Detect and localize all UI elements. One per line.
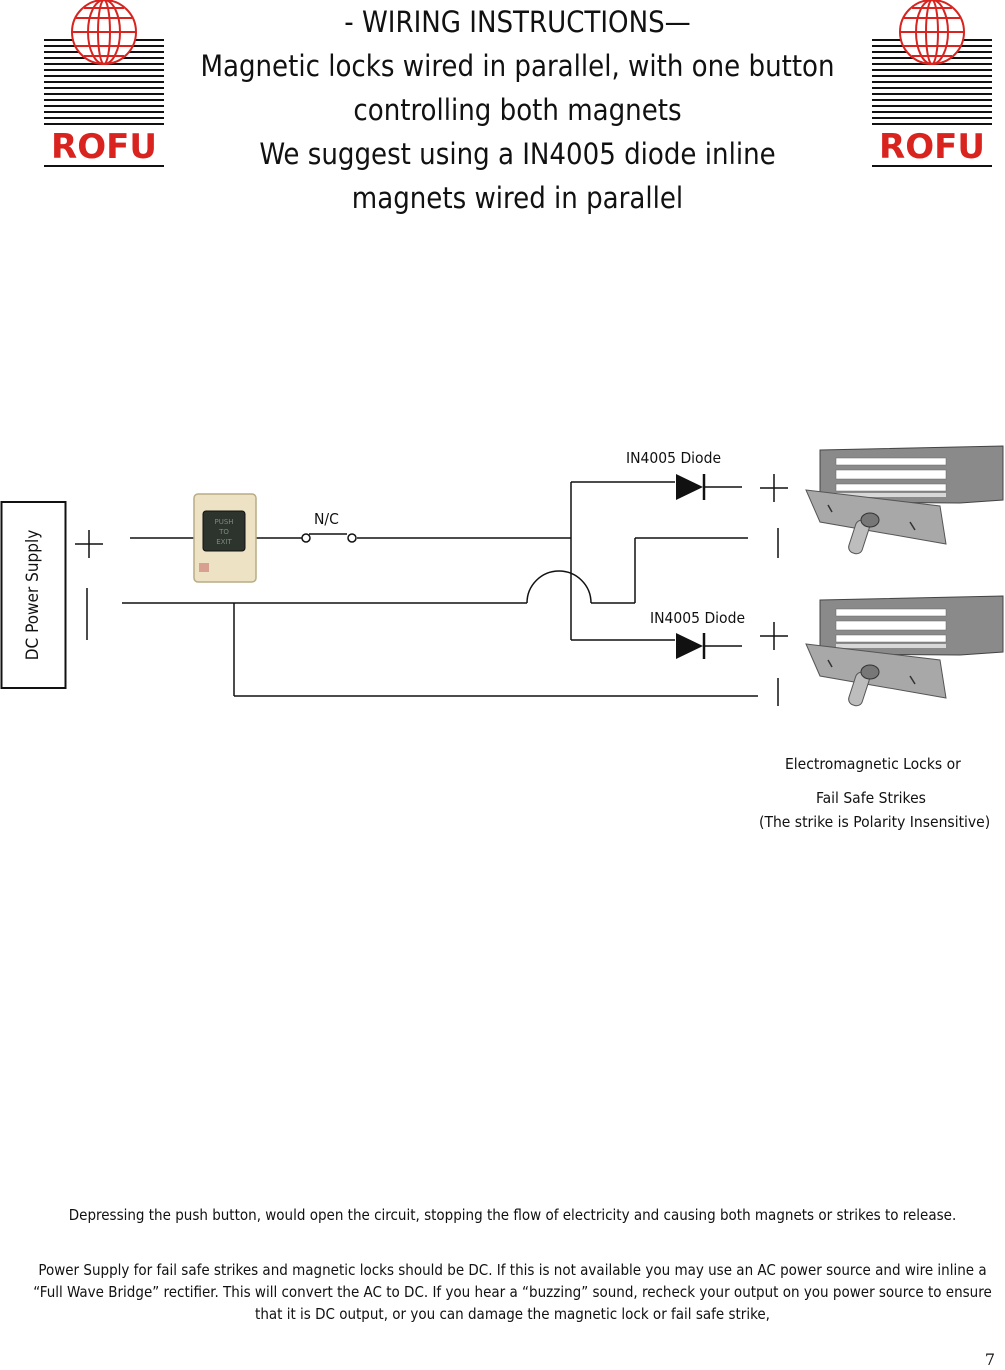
footer-paragraph-2: Power Supply for fail safe strikes and m… <box>33 1261 992 1323</box>
power-supply-box <box>0 501 67 689</box>
footer-paragraph-1: Depressing the push button, would open t… <box>68 1206 957 1224</box>
title-line-1: - WIRING INSTRUCTIONS— <box>344 5 691 39</box>
magnetic-lock-2 <box>805 595 1004 707</box>
svg-text:ROFU: ROFU <box>879 127 985 167</box>
title-line-2: Magnetic locks wired in parallel, with o… <box>200 49 835 83</box>
magnetic-lock-1 <box>805 445 1004 555</box>
title-line-3: controlling both magnets <box>353 93 682 127</box>
rofu-logo-left: ROFU <box>42 0 167 175</box>
locks-caption-line-2: Fail Safe Strikes <box>816 789 926 807</box>
switch-terminal-left <box>301 533 311 543</box>
page-number: 7 <box>984 1350 995 1369</box>
diode-2-symbol <box>676 633 706 659</box>
svg-text:EXIT: EXIT <box>216 538 232 546</box>
diode-2-label: IN4005 Diode <box>650 609 746 627</box>
rofu-logo-right: ROFU <box>870 0 995 175</box>
title-line-4: We suggest using a IN4005 diode inline <box>259 137 776 171</box>
switch-terminal-right <box>347 533 357 543</box>
svg-text:ROFU: ROFU <box>51 127 157 167</box>
diode-1-label: IN4005 Diode <box>626 449 722 467</box>
locks-caption-line-3: (The strike is Polarity Insensitive) <box>759 813 991 831</box>
power-supply-label: DC Power Supply <box>23 529 43 661</box>
page-title: - WIRING INSTRUCTIONS— Magnetic locks wi… <box>200 0 835 220</box>
title-line-5: magnets wired in parallel <box>351 181 684 215</box>
switch-nc-label: N/C <box>314 510 339 528</box>
wiring-diagram: PUSH TO EXIT <box>0 445 1004 707</box>
locks-caption-line-1: Electromagnetic Locks or <box>785 755 961 773</box>
svg-text:PUSH: PUSH <box>214 518 233 526</box>
push-to-exit-button: PUSH TO EXIT <box>193 493 257 583</box>
svg-text:TO: TO <box>218 528 229 536</box>
diode-1-symbol <box>676 474 706 500</box>
